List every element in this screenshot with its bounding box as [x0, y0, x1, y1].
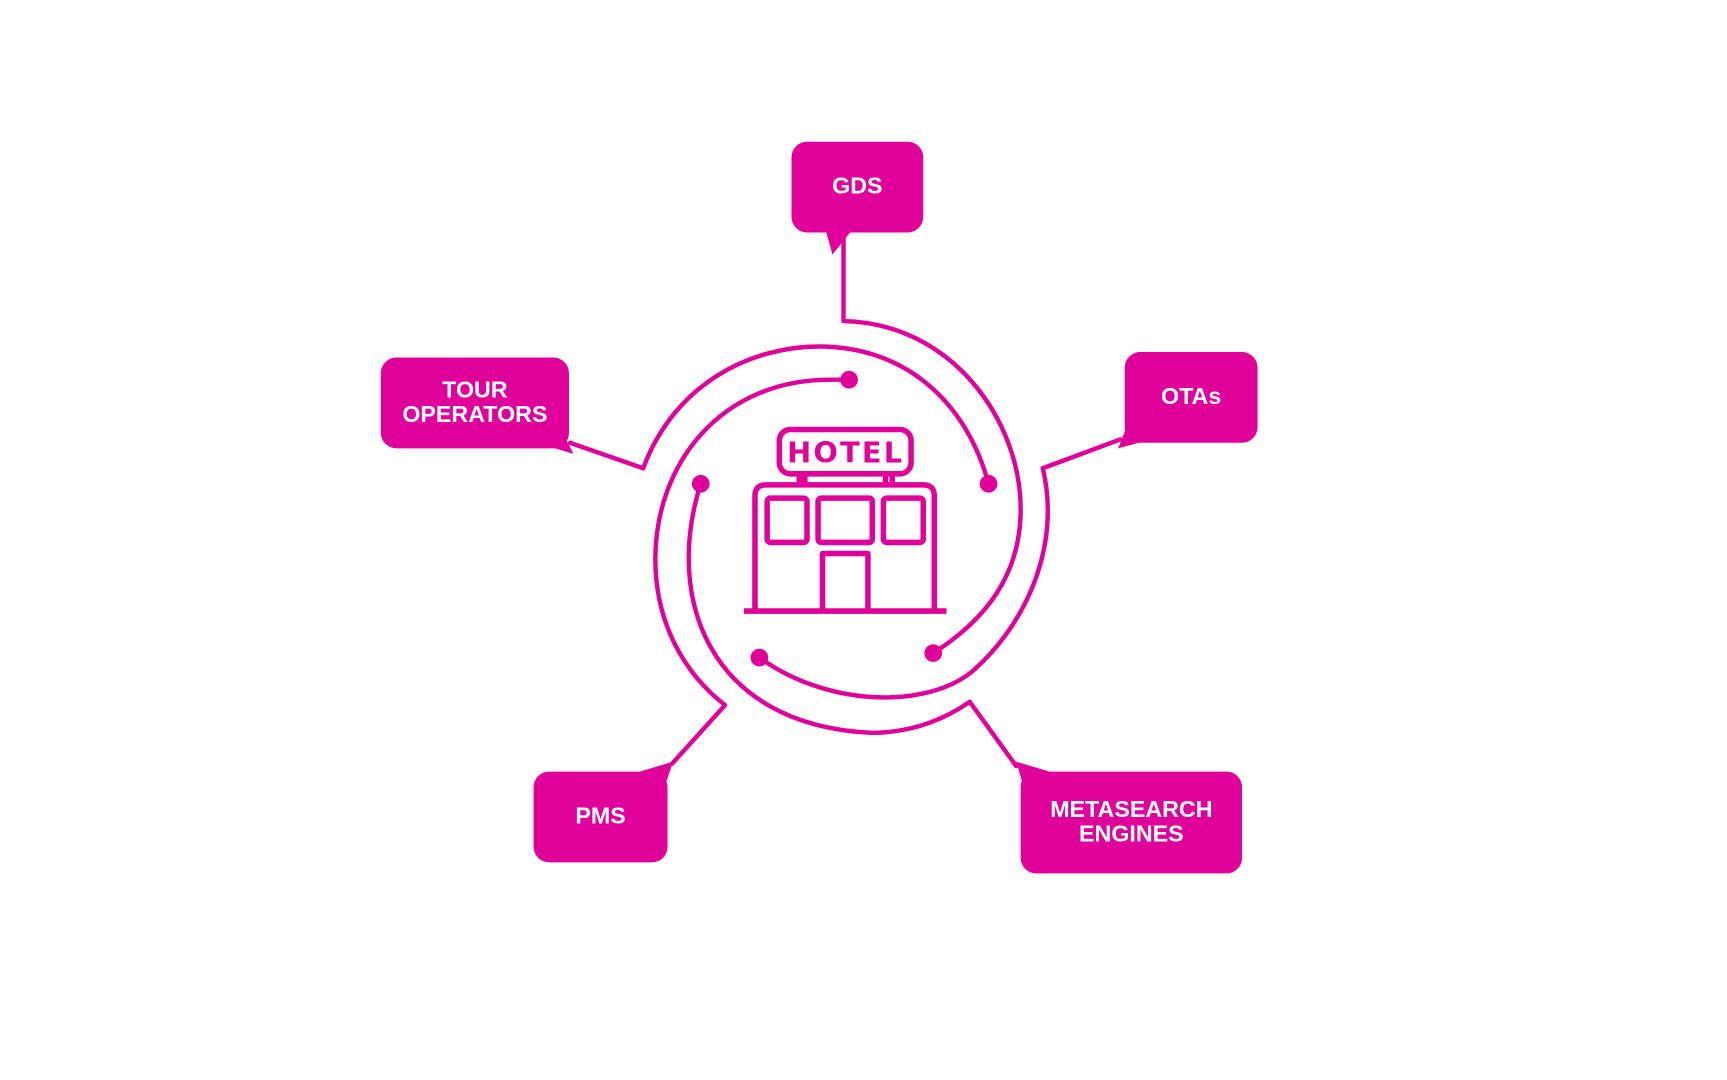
node-dot	[924, 644, 943, 662]
node-tour-operators: TOUR OPERATORS	[380, 357, 569, 449]
connector-tour-operators	[567, 344, 991, 486]
hotel-building-icon	[743, 426, 947, 614]
connector-metasearch	[686, 481, 1019, 769]
node-metasearch-engines: METASEARCH ENGINES	[1020, 771, 1243, 874]
node-otas: OTAs	[1124, 352, 1258, 443]
hotel-sign-text: HOTEL	[787, 436, 904, 470]
node-dot	[979, 474, 998, 493]
connector-gds	[841, 235, 1023, 656]
bubble-tail-gds	[824, 226, 855, 255]
node-pms: PMS	[533, 771, 668, 863]
node-dot	[750, 648, 769, 667]
connector-pms	[653, 377, 852, 767]
node-gds: GDS	[791, 141, 924, 233]
node-dot	[840, 370, 858, 389]
connector-otas	[757, 437, 1123, 700]
node-dot	[691, 474, 710, 493]
